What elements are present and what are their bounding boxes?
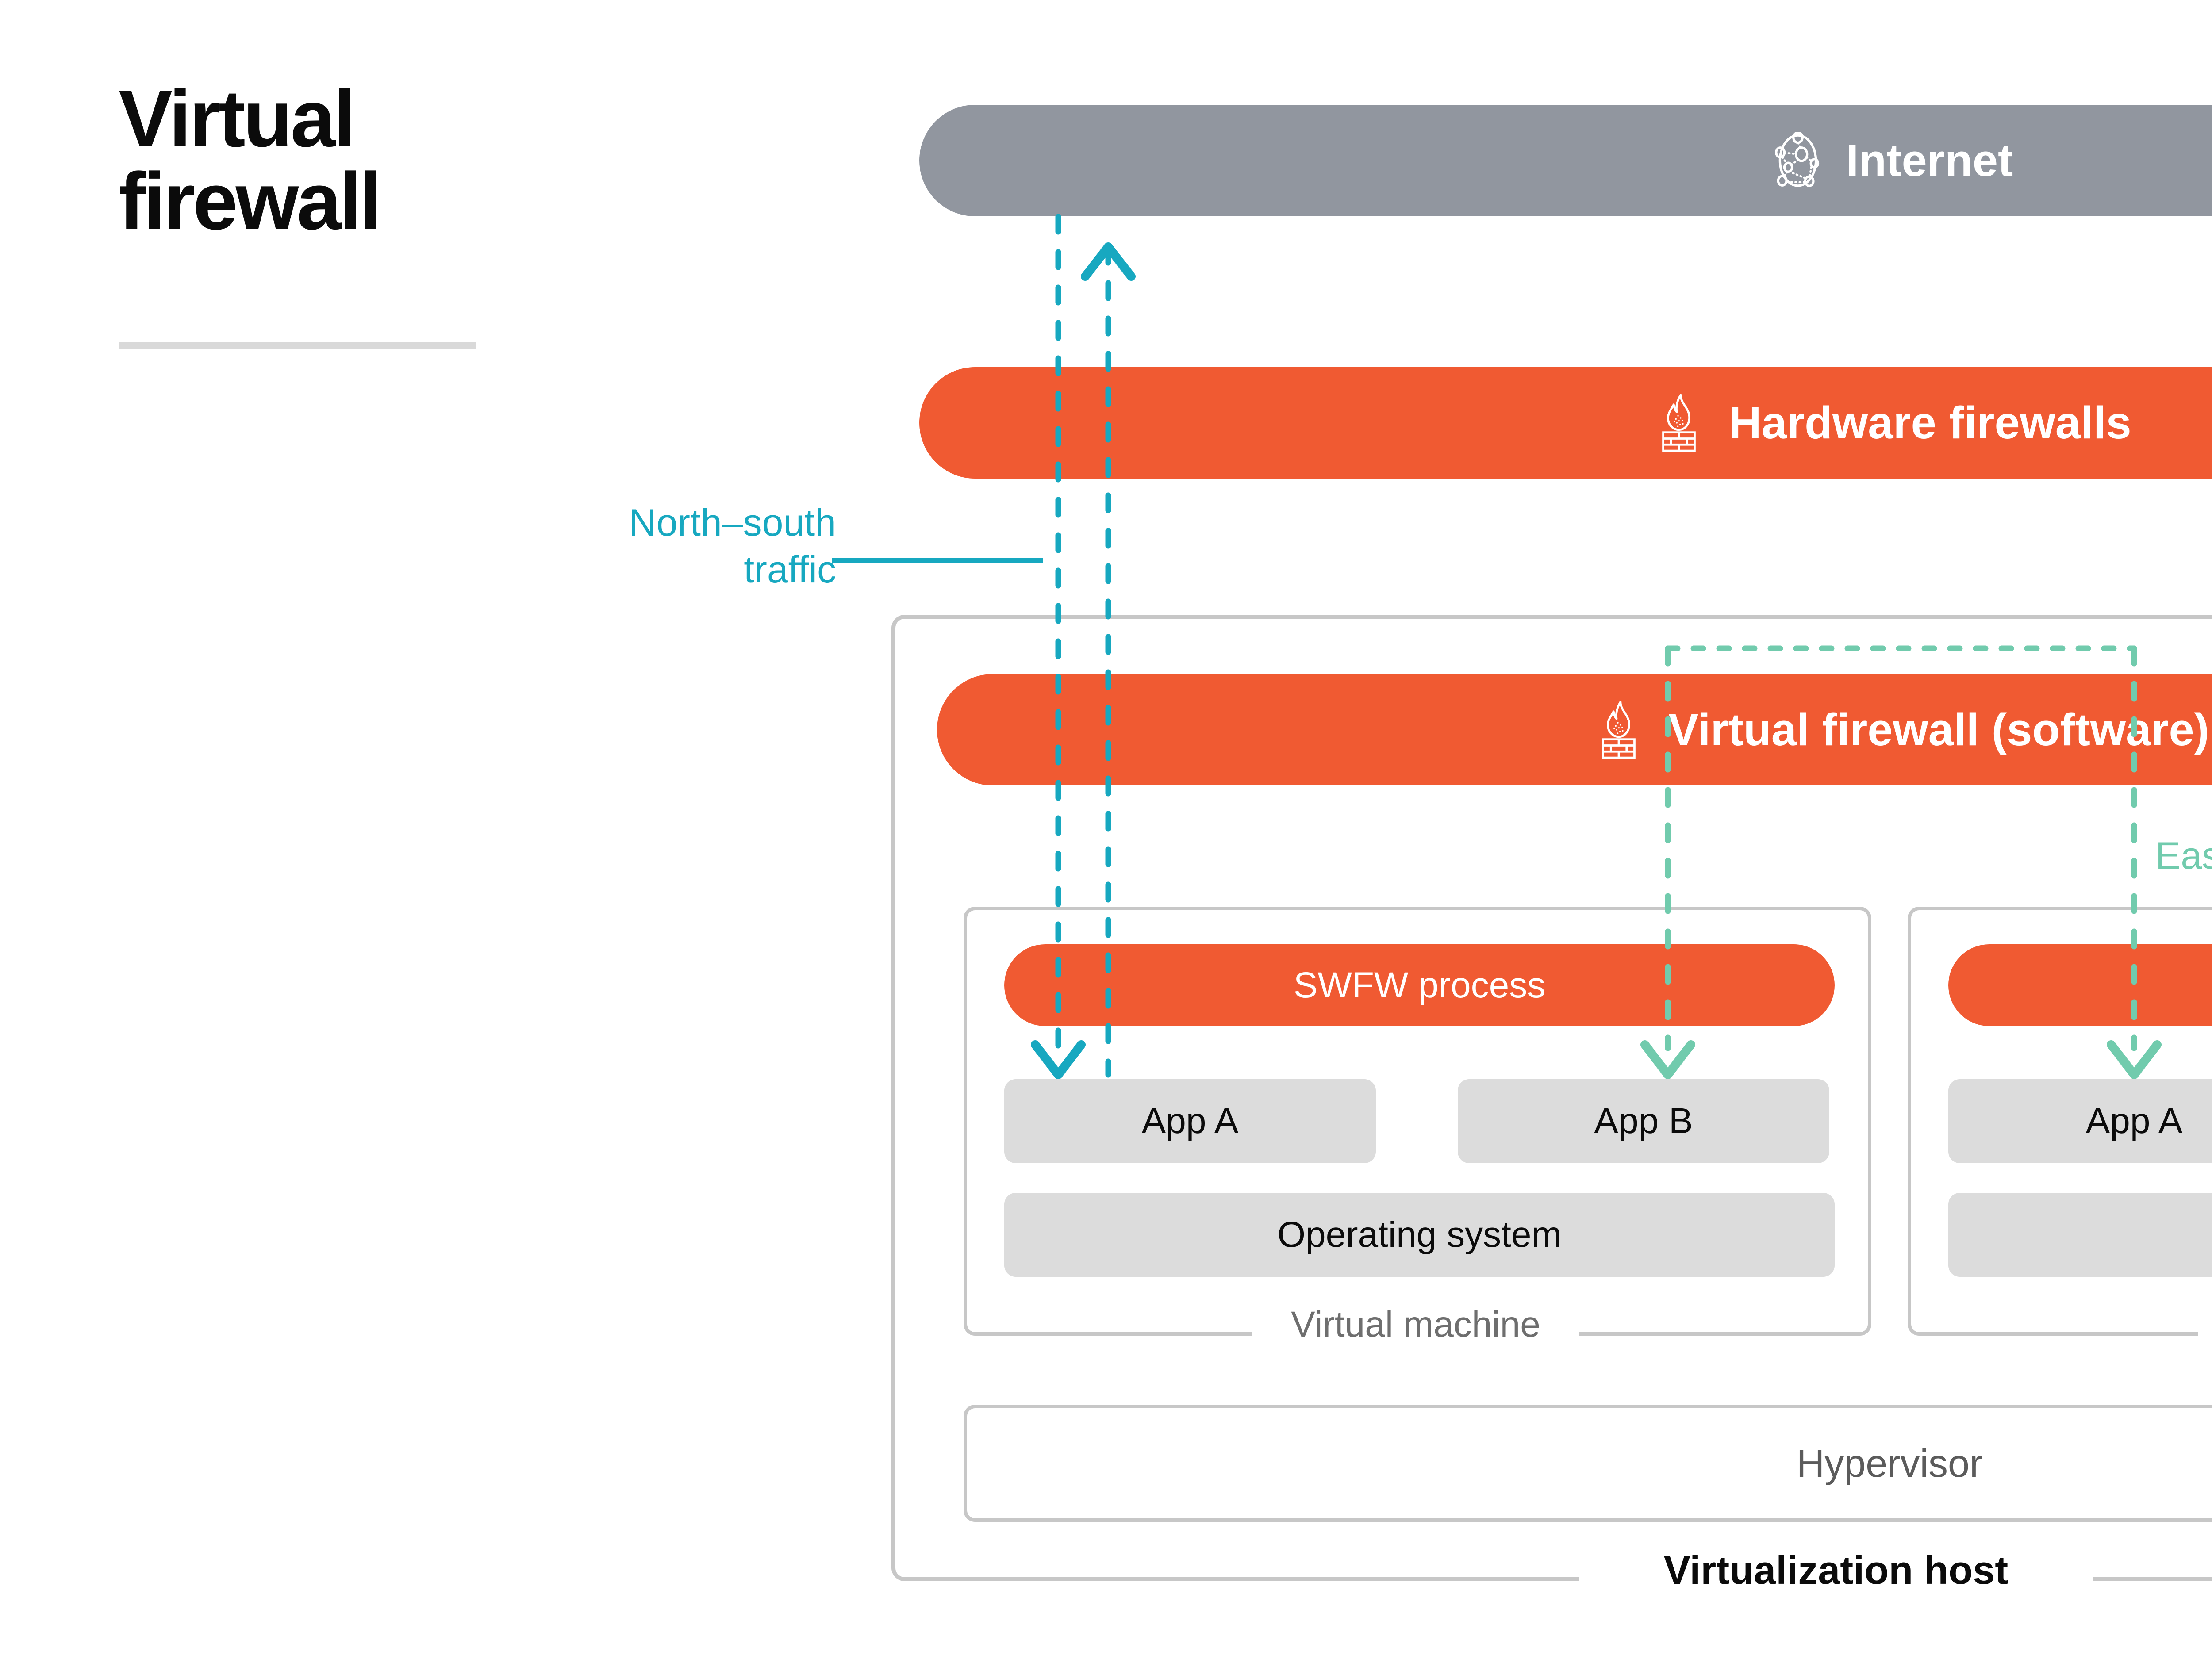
north-south-connector-line xyxy=(832,558,1043,563)
virtualization-host-label-mask xyxy=(1579,1566,2093,1601)
virtual-machine-box-right xyxy=(1908,907,2212,1336)
app-pill-a-left[interactable]: App A xyxy=(1004,1079,1376,1163)
hypervisor-label: Hypervisor xyxy=(1796,1441,1983,1485)
hardware-firewalls-bar[interactable]: Hardware firewalls xyxy=(919,367,2212,479)
virtual-firewall-label: Virtual firewall (software) xyxy=(1668,704,2209,755)
virtualization-host-box xyxy=(891,615,2212,1581)
north-south-traffic-label: North–south traffic xyxy=(629,502,836,591)
app-pill-a-right[interactable]: App A xyxy=(1948,1079,2212,1163)
app-label-b-left: App B xyxy=(1594,1101,1693,1141)
title-block: Virtual firewall xyxy=(119,77,517,242)
east-west-traffic-label: East-west traffic xyxy=(2155,835,2212,877)
virtualization-host-label: Virtualization host xyxy=(1663,1548,2008,1593)
network-globe-icon xyxy=(1769,132,1827,189)
app-label-a-right: App A xyxy=(2085,1101,2183,1141)
operating-system-label-left: Operating system xyxy=(1277,1215,1562,1255)
operating-system-pill-right[interactable]: Operating system xyxy=(1948,1193,2212,1277)
page-title: Virtual firewall xyxy=(119,73,382,246)
vm-label-mask-right xyxy=(2198,1322,2212,1349)
firewall-flame-brick-icon xyxy=(1590,700,1647,759)
internet-label: Internet xyxy=(1846,135,2013,186)
app-label-a-left: App A xyxy=(1141,1101,1239,1141)
firewall-flame-brick-icon xyxy=(1651,393,1707,452)
swfw-process-pill-right[interactable]: SWFW process xyxy=(1948,944,2212,1026)
virtual-machine-label-right: Virtual machine xyxy=(2198,1304,2212,1345)
virtual-firewall-bar[interactable]: Virtual firewall (software) xyxy=(937,674,2212,785)
hardware-firewalls-label: Hardware firewalls xyxy=(1728,397,2131,448)
title-divider xyxy=(119,342,476,349)
swfw-process-pill-left[interactable]: SWFW process xyxy=(1004,944,1835,1026)
app-pill-b-left[interactable]: App B xyxy=(1458,1079,1829,1163)
operating-system-pill-left[interactable]: Operating system xyxy=(1004,1193,1835,1277)
vm-label-mask-left xyxy=(1252,1322,1579,1349)
swfw-process-label-left: SWFW process xyxy=(1293,965,1546,1005)
hypervisor-box[interactable]: Hypervisor xyxy=(964,1405,2212,1522)
virtual-machine-label-left: Virtual machine xyxy=(1291,1304,1540,1345)
internet-bar[interactable]: Internet xyxy=(919,105,2212,216)
